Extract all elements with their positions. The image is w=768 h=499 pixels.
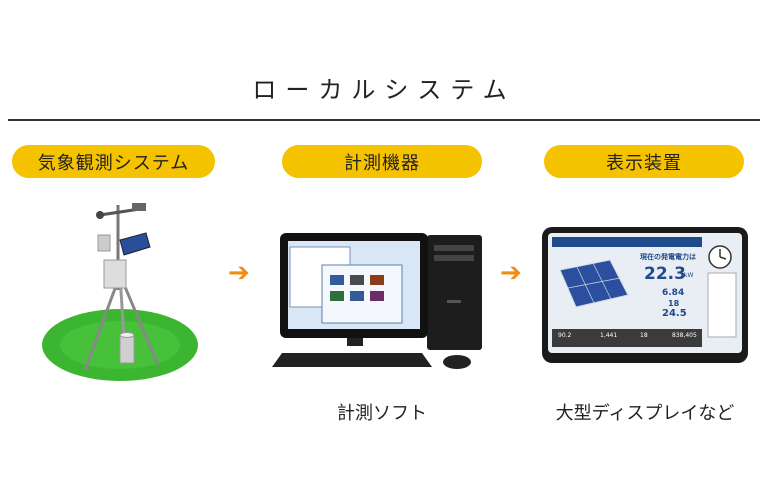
arrow-right-icon: ➔ bbox=[228, 258, 250, 288]
display-row3-value: 24.5 bbox=[662, 308, 687, 319]
display-screen-value: 22.3 bbox=[644, 264, 686, 284]
display-footer-value: 90.2 bbox=[558, 332, 572, 339]
section-label-weather: 気象観測システム bbox=[12, 145, 215, 178]
display-footer-value: 18 bbox=[640, 332, 648, 339]
display-screen-header: 現在の発電電力は bbox=[640, 253, 696, 261]
title-divider bbox=[8, 119, 760, 121]
desktop-computer-icon bbox=[272, 233, 482, 369]
display-footer-value: 838,405 bbox=[672, 332, 697, 339]
section-label-display: 表示装置 bbox=[544, 145, 744, 178]
weather-station-icon bbox=[42, 203, 198, 381]
display-footer-value: 1,441 bbox=[600, 332, 618, 339]
page-title: ローカルシステム bbox=[252, 76, 516, 104]
large-display-icon bbox=[542, 227, 748, 363]
display-screen-unit: kW bbox=[684, 272, 694, 279]
caption-large-display: 大型ディスプレイなど bbox=[555, 403, 735, 424]
display-row2-value: 18 bbox=[668, 299, 680, 308]
arrow-right-icon: ➔ bbox=[500, 258, 522, 288]
display-row1-value: 6.84 bbox=[662, 288, 685, 298]
caption-measurement-software: 計測ソフト bbox=[337, 403, 427, 424]
section-label-measurement: 計測機器 bbox=[282, 145, 482, 178]
